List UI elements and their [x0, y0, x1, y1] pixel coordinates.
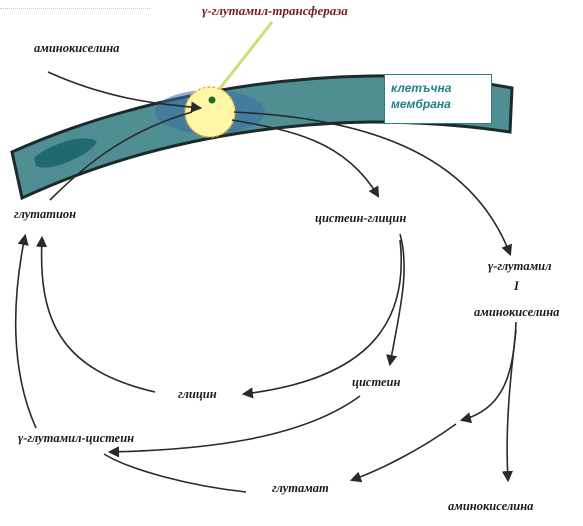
top-dotted-line: [0, 8, 150, 9]
label-glutamate: глутамат: [272, 481, 329, 495]
label-glutathione: глутатион: [14, 207, 77, 221]
arrow-to-cysteinylglycine: [231, 119, 380, 198]
arrow-glutathione-up: [49, 111, 193, 201]
membrane-patch: [34, 138, 97, 168]
label-aminoacid-out: аминокиселина: [448, 499, 534, 513]
arrow-to-gamma-glutamyl: [233, 111, 513, 257]
arrow-to-aminoacid-out: [501, 329, 517, 483]
enzyme-pointer-line: [212, 21, 274, 97]
enzyme-circle: [184, 86, 236, 138]
enzyme-dot: [208, 96, 216, 104]
enzyme-label: γ-глутамил-трансфераза: [202, 3, 348, 18]
label-gamma-glutamyl: γ-глутамил: [488, 259, 552, 273]
membrane-label-box: клетъчна мембрана: [384, 74, 492, 124]
arrow-ggcys-to-glutathione: [14, 233, 37, 429]
arrow-to-cysteine: [386, 233, 405, 367]
membrane-label: клетъчна мембрана: [391, 81, 452, 112]
label-dash: I: [514, 279, 519, 293]
label-gamma-glutamylcysteine: γ-глутамил-цистеин: [18, 431, 135, 445]
arrow-to-glycine: [241, 239, 402, 399]
label-aminoacid-mid: аминокиселина: [474, 305, 560, 319]
arrow-glycine-to-glutathione: [35, 235, 156, 393]
label-glycine: глицин: [178, 387, 217, 401]
arrow-to-glutamate: [349, 423, 457, 483]
label-aminoacid-in: аминокиселина: [34, 41, 120, 55]
label-cysteine: цистеин: [352, 375, 401, 389]
arrow-glutamate-to-ggcys: [103, 453, 247, 493]
label-cysteinylglycine: цистеин-глицин: [315, 211, 407, 225]
arrow-cysteine-to-ggcys: [107, 395, 361, 458]
arrow-aminoacid-in: [47, 71, 203, 113]
